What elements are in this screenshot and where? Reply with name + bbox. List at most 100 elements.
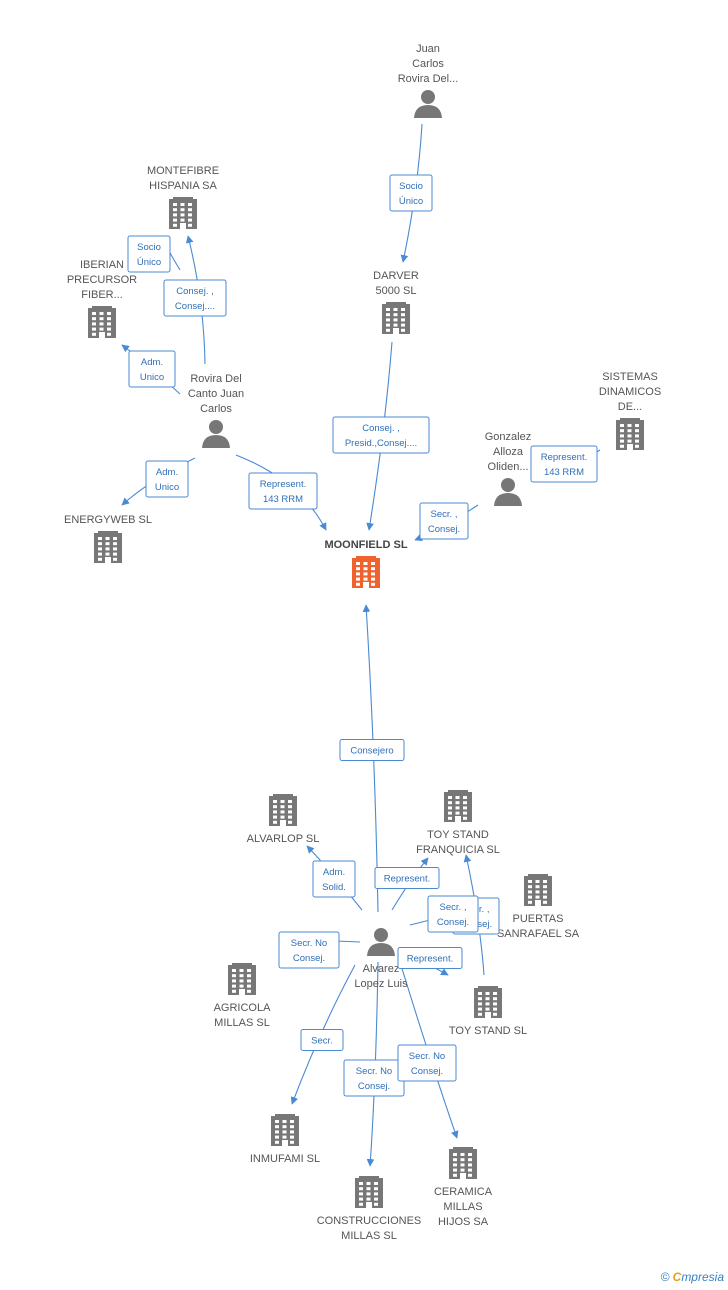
edge-label[interactable]: Secr. bbox=[300, 1029, 344, 1051]
edge-label[interactable]: Adm.Solid. bbox=[312, 860, 356, 898]
building-roof bbox=[448, 790, 468, 793]
building-window bbox=[448, 816, 452, 820]
building-door bbox=[485, 1012, 491, 1018]
edge-label[interactable]: Consej. ,Presid.,Consej.... bbox=[332, 416, 430, 454]
building-window bbox=[366, 1197, 371, 1201]
edge-label-box bbox=[427, 895, 479, 933]
building-window bbox=[620, 434, 624, 438]
building-window bbox=[371, 567, 375, 571]
node-gonzalez[interactable]: GonzalezAllozaOliden... bbox=[485, 431, 531, 506]
edge-label-box bbox=[278, 931, 340, 969]
building-icon bbox=[616, 418, 644, 450]
building-icon bbox=[524, 874, 552, 906]
empresia-brand[interactable]: ©Cmpresia bbox=[661, 1270, 724, 1284]
node-inmufami[interactable]: INMUFAMI SL bbox=[250, 1114, 320, 1165]
node-toystand[interactable]: TOY STAND SL bbox=[449, 986, 527, 1037]
building-door bbox=[363, 582, 369, 588]
building-door bbox=[460, 1173, 466, 1179]
node-sistemas[interactable]: SISTEMASDINAMICOSDE... bbox=[599, 371, 661, 450]
building-window bbox=[478, 1012, 482, 1016]
building-window bbox=[290, 1120, 294, 1123]
building-window bbox=[247, 979, 251, 983]
building-window bbox=[98, 552, 102, 556]
node-label: PRECURSOR bbox=[67, 274, 137, 286]
node-label: Alvarez bbox=[363, 963, 400, 975]
edge-label[interactable]: Represent.143 RRM bbox=[248, 472, 318, 510]
node-alvarlop[interactable]: ALVARLOP SL bbox=[247, 794, 320, 845]
building-window bbox=[468, 1173, 472, 1177]
node-moonfield[interactable]: MOONFIELD SL bbox=[324, 539, 408, 588]
edge-label[interactable]: Secr. ,Consej. bbox=[419, 502, 469, 540]
building-window bbox=[180, 208, 185, 212]
edge-label[interactable]: Represent.143 RRM bbox=[530, 445, 598, 483]
building-window bbox=[356, 567, 360, 571]
building-window bbox=[620, 439, 624, 443]
person-icon bbox=[494, 478, 522, 506]
building-window bbox=[478, 1002, 482, 1006]
building-window bbox=[273, 810, 277, 814]
edge-label[interactable]: Consej. ,Consej.... bbox=[163, 279, 227, 317]
building-window bbox=[448, 796, 452, 799]
edge-label-text: Único bbox=[137, 257, 161, 268]
building-window bbox=[99, 312, 104, 315]
edge-label[interactable]: Adm.Unico bbox=[145, 460, 189, 498]
building-window bbox=[627, 424, 632, 427]
edge-label[interactable]: Represent. bbox=[374, 867, 440, 889]
edge-label-text: Secr. No bbox=[409, 1051, 445, 1062]
building-window bbox=[275, 1135, 279, 1139]
building-window bbox=[290, 1140, 294, 1144]
building-roof bbox=[173, 197, 193, 200]
node-label: CONSTRUCCIONES bbox=[317, 1215, 422, 1227]
edge-label-box bbox=[300, 1029, 344, 1051]
edge-label[interactable]: Represent. bbox=[397, 947, 463, 969]
building-window bbox=[635, 439, 639, 443]
edge-label[interactable]: Adm.Unico bbox=[128, 350, 176, 388]
node-energyweb[interactable]: ENERGYWEB SL bbox=[64, 514, 152, 563]
building-window bbox=[273, 815, 277, 819]
building-roof bbox=[98, 531, 118, 534]
building-window bbox=[173, 218, 177, 222]
building-window bbox=[290, 1135, 294, 1139]
building-window bbox=[543, 900, 547, 904]
building-window bbox=[280, 810, 285, 814]
building-window bbox=[105, 547, 110, 551]
building-window bbox=[374, 1202, 378, 1206]
brand-initial: C bbox=[672, 1270, 682, 1284]
edge-label-text: Represent. bbox=[384, 874, 430, 885]
building-window bbox=[232, 989, 236, 993]
building-window bbox=[180, 218, 185, 222]
edge-label[interactable]: Secr. ,Consej. bbox=[427, 895, 479, 933]
person-body bbox=[494, 493, 522, 506]
building-door bbox=[366, 1202, 372, 1208]
edge-label[interactable]: Consejero bbox=[339, 739, 405, 761]
building-window bbox=[635, 424, 639, 427]
node-iberian[interactable]: IBERIANPRECURSORFIBER... bbox=[67, 259, 137, 338]
building-icon bbox=[382, 302, 410, 334]
edge-label-box bbox=[332, 416, 430, 454]
node-label: Juan bbox=[416, 43, 440, 55]
building-window bbox=[393, 308, 398, 311]
building-window bbox=[239, 979, 244, 983]
building-icon bbox=[169, 197, 197, 229]
node-label: MILLAS bbox=[443, 1201, 482, 1213]
building-window bbox=[401, 308, 405, 311]
building-window bbox=[455, 806, 460, 810]
building-window bbox=[288, 810, 292, 814]
building-window bbox=[386, 318, 390, 322]
building-window bbox=[188, 218, 192, 222]
